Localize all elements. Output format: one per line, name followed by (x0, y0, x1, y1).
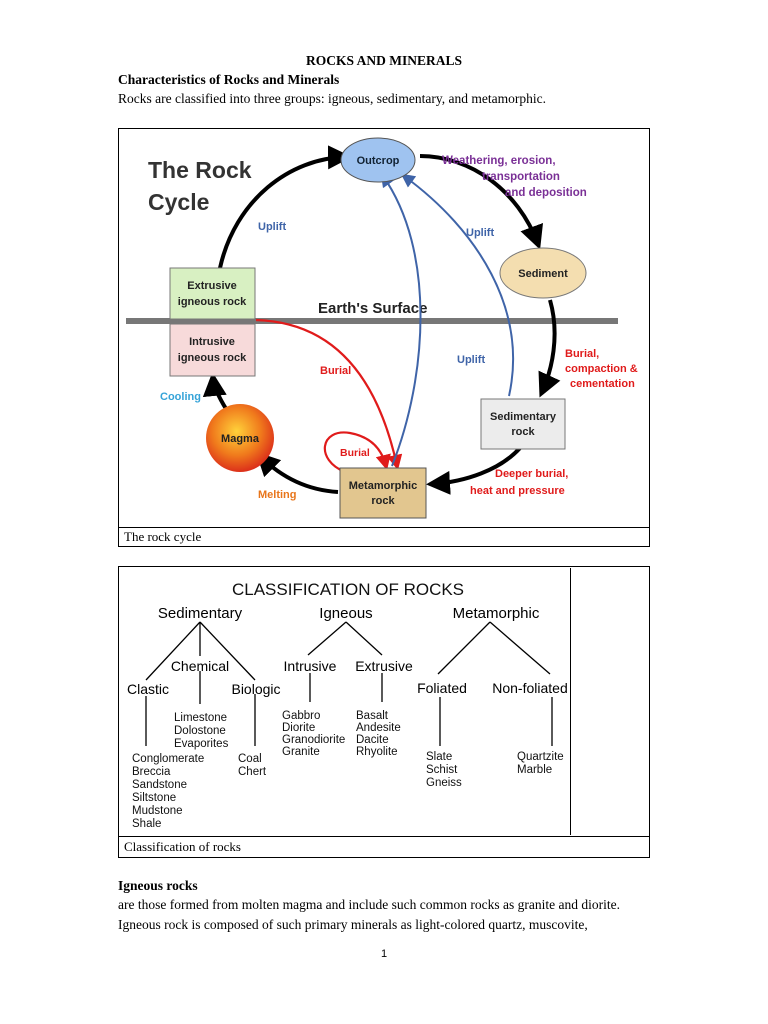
intrusive-rock-node (169, 323, 256, 377)
classification-figure: CLASSIFICATION OF ROCKS Sedimentary Igne… (118, 566, 650, 858)
intrusive-rock: Granite (282, 746, 320, 758)
outcrop-node (340, 137, 416, 183)
deeper-burial-label-2: heat and pressure (470, 485, 565, 497)
weathering-label-2: transportation (482, 171, 560, 183)
classification-caption: Classification of rocks (124, 839, 241, 854)
uplift-top-label: Uplift (466, 227, 494, 239)
weathering-label-3: and deposition (505, 187, 587, 199)
subgroup-non-foliated: Non-foliated (492, 680, 568, 696)
clastic-rock: Sandstone (132, 779, 187, 791)
magma-node (206, 404, 274, 472)
group-sedimentary: Sedimentary (158, 605, 243, 622)
rock-cycle-title-2: Cycle (148, 189, 209, 215)
intrusive-rock: Diorite (282, 722, 315, 734)
non-foliated-rock: Marble (517, 764, 552, 776)
extrusive-rock-label-2: igneous rock (178, 296, 247, 308)
rock-cycle-caption-row: The rock cycle (119, 527, 649, 547)
extrusive-rock-label: Extrusive (187, 280, 237, 292)
clastic-rock: Shale (132, 818, 161, 830)
rock-cycle-caption: The rock cycle (124, 529, 202, 544)
group-metamorphic: Metamorphic (453, 605, 540, 622)
metamorphic-rock-label: Metamorphic (349, 480, 417, 492)
extrusive-rock: Rhyolite (356, 746, 398, 758)
arrow-sedimentary-metamorphic (426, 446, 522, 495)
group-igneous: Igneous (319, 605, 372, 622)
intro-text: Rocks are classified into three groups: … (118, 91, 547, 106)
subgroup-foliated: Foliated (417, 680, 467, 696)
arrow-uplift-mid (380, 172, 422, 467)
earth-surface-label: Earth's Surface (318, 300, 427, 317)
clastic-rock: Conglomerate (132, 753, 204, 765)
rock-cycle-title: The Rock (148, 157, 252, 183)
weathering-label: Weathering, erosion, (442, 155, 556, 167)
classification-title: CLASSIFICATION OF ROCKS (232, 580, 464, 599)
magma-label: Magma (221, 433, 260, 445)
clastic-rock: Mudstone (132, 805, 183, 817)
sedimentary-rock-label: Sedimentary (490, 411, 557, 423)
foliated-rock: Gneiss (426, 777, 462, 789)
subgroup-clastic: Clastic (127, 681, 169, 697)
burial-compaction-label-2: compaction & (565, 363, 638, 375)
rock-cycle-figure: The Rock Cycle Earth's Surface Outcrop S… (118, 128, 650, 547)
metamorphic-rock-label-2: rock (371, 495, 395, 507)
arrow-burial-red (255, 318, 403, 471)
arrow-uplift-right (400, 173, 514, 397)
deeper-burial-label: Deeper burial, (495, 468, 568, 480)
uplift-left-label: Uplift (258, 221, 286, 233)
igneous-heading: Igneous rocks (118, 878, 198, 893)
burial-label: Burial (320, 365, 351, 377)
chemical-rock: Limestone (174, 712, 227, 724)
subgroup-extrusive: Extrusive (355, 658, 413, 674)
extrusive-rock: Basalt (356, 710, 389, 722)
biologic-rock: Coal (238, 753, 262, 765)
chemical-rock: Dolostone (174, 725, 226, 737)
subgroup-intrusive: Intrusive (284, 658, 337, 674)
extrusive-rock: Andesite (356, 722, 401, 734)
earth-surface-line (126, 318, 618, 324)
clastic-rock: Breccia (132, 766, 171, 778)
clastic-rock: Siltstone (132, 792, 176, 804)
melting-label: Melting (258, 489, 297, 501)
classification-caption-row: Classification of rocks (119, 836, 649, 858)
intrusive-rock-label-2: igneous rock (178, 352, 247, 364)
extrusive-rock: Dacite (356, 734, 389, 746)
arrow-uplift-left (218, 145, 352, 269)
metamorphic-rock-node (339, 467, 427, 519)
classification-diagram: CLASSIFICATION OF ROCKS Sedimentary Igne… (127, 568, 571, 835)
non-foliated-rock: Quartzite (517, 751, 564, 763)
rock-cycle-diagram: The Rock Cycle Earth's Surface Outcrop S… (126, 137, 638, 519)
subgroup-chemical: Chemical (171, 658, 229, 674)
section-heading: Characteristics of Rocks and Minerals (118, 72, 340, 87)
page-number: 1 (380, 948, 388, 960)
burial-loop-label: Burial (340, 447, 370, 459)
foliated-rock: Slate (426, 751, 452, 763)
paragraph-line: are those formed from molten magma and i… (118, 897, 620, 912)
intrusive-rock: Gabbro (282, 710, 320, 722)
intrusive-rock: Granodiorite (282, 734, 345, 746)
cooling-label: Cooling (160, 391, 201, 403)
intrusive-rock-label: Intrusive (189, 336, 235, 348)
arrow-burial-loop (323, 431, 391, 474)
burial-compaction-label-3: cementation (570, 378, 635, 390)
uplift-mid-label: Uplift (457, 354, 485, 366)
arrow-outcrop-sediment (419, 154, 543, 250)
outcrop-label: Outcrop (357, 155, 400, 167)
burial-compaction-label: Burial, (565, 348, 599, 360)
foliated-rock: Schist (426, 764, 458, 776)
arrow-sediment-sedimentary (538, 299, 561, 398)
paragraph-line: Igneous rock is composed of such primary… (118, 917, 588, 932)
sedimentary-rock-node (480, 398, 566, 450)
sedimentary-rock-label-2: rock (511, 426, 535, 438)
sediment-node (499, 247, 587, 299)
extrusive-rock-node (169, 267, 256, 320)
document-title: ROCKS AND MINERALS (305, 53, 463, 68)
arrow-metamorphic-magma (255, 451, 339, 494)
subgroup-biologic: Biologic (231, 681, 280, 697)
biologic-rock: Chert (238, 766, 267, 778)
chemical-rock: Evaporites (174, 738, 229, 750)
sediment-label: Sediment (518, 268, 568, 280)
